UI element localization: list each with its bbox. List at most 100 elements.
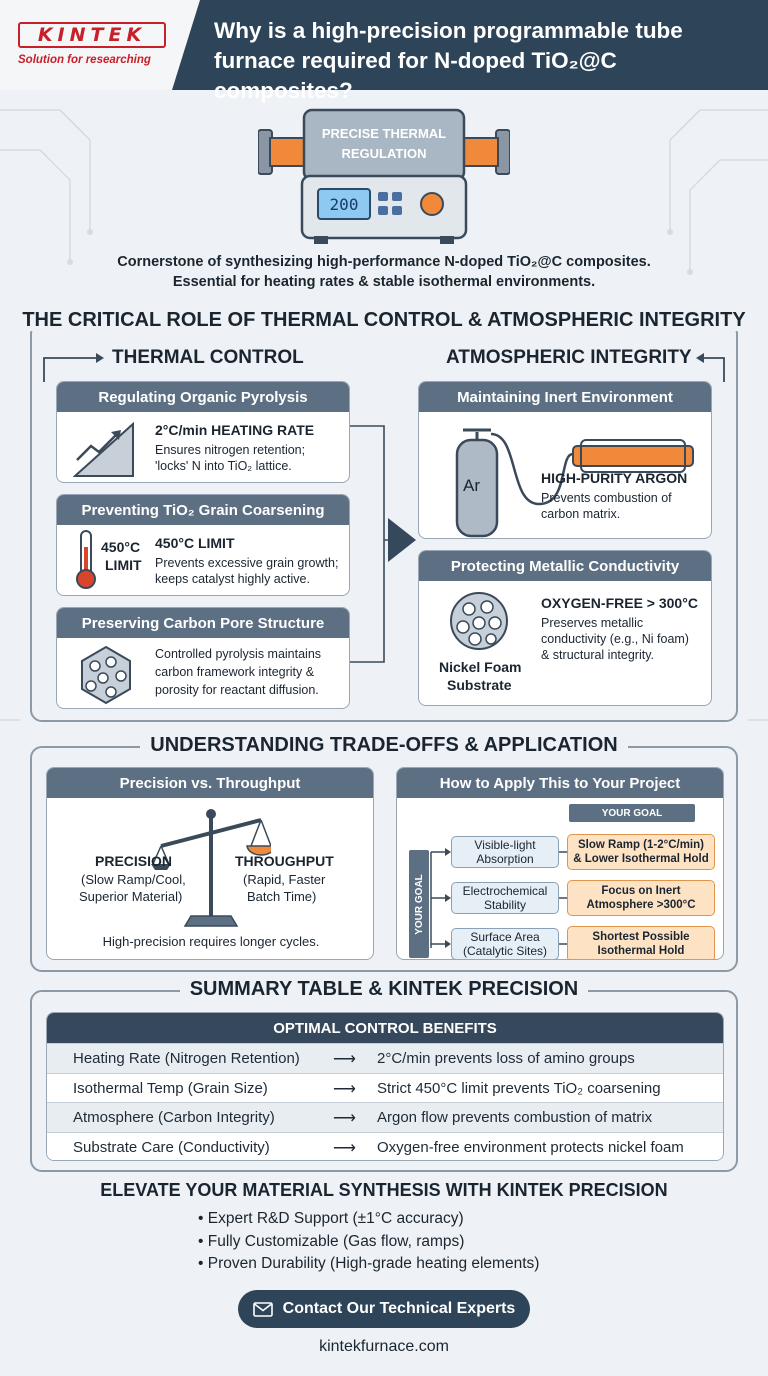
- thermo-label-1: 450°C: [101, 539, 141, 555]
- throughput-text-2: Batch Time): [247, 889, 317, 904]
- summary-table: OPTIMAL CONTROL BENEFITS Heating Rate (N…: [46, 1012, 724, 1161]
- row-parameter: Heating Rate (Nitrogen Retention): [73, 1050, 300, 1067]
- throughput-label: THROUGHPUT: [235, 853, 334, 869]
- row-benefit: Oxygen-free environment protects nickel …: [377, 1138, 684, 1156]
- logo-text: KINTEK: [37, 24, 147, 46]
- feature-list: Expert R&D Support (±1°C accuracy) Fully…: [198, 1208, 540, 1276]
- heating-rate-label: 2°C/min HEATING RATE: [155, 422, 315, 438]
- section-summary-title: SUMMARY TABLE & KINTEK PRECISION: [0, 978, 768, 1001]
- conductivity-text-3: & structural integrity.: [541, 648, 655, 662]
- logo-panel: KINTEK Solution for researching: [0, 0, 200, 90]
- header-bar: KINTEK Solution for researching Why is a…: [0, 0, 768, 103]
- pyrolysis-text-1: Ensures nitrogen retention;: [155, 443, 306, 457]
- temp-limit-label: 450°C LIMIT: [155, 535, 235, 551]
- tube-furnace-icon: PRECISE THERMAL REGULATION 200: [258, 108, 510, 244]
- conductivity-text-1: Preserves metallic: [541, 616, 644, 630]
- card-head: Precision vs. Throughput: [47, 768, 373, 798]
- feature-item: Expert R&D Support (±1°C accuracy): [198, 1208, 539, 1231]
- page-title: Why is a high-precision programmable tub…: [214, 18, 683, 103]
- card-organic-pyrolysis: Regulating Organic Pyrolysis 2°C/min HEA…: [56, 381, 350, 483]
- section-tradeoffs-title: UNDERSTANDING TRADE-OFFS & APPLICATION: [0, 734, 768, 757]
- feature-item: Fully Customizable (Gas flow, ramps): [198, 1231, 539, 1254]
- contact-experts-button[interactable]: Contact Our Technical Experts: [238, 1290, 530, 1328]
- furnace-display: 200: [330, 195, 359, 214]
- goal-surface-area: Surface Area(Catalytic Sites): [451, 928, 559, 959]
- balance-scale-icon: [151, 809, 271, 927]
- precision-text-1: (Slow Ramp/Cool,: [81, 872, 186, 887]
- card-apply-project: How to Apply This to Your Project YOUR G…: [396, 767, 724, 960]
- row-benefit: Argon flow prevents combustion of matrix: [377, 1109, 653, 1126]
- card-head: Preserving Carbon Pore Structure: [57, 608, 349, 638]
- porous-structure-icon: [81, 645, 131, 705]
- conductivity-text-2: conductivity (e.g., Ni foam): [541, 632, 689, 646]
- row-benefit: Strict 450°C limit prevents TiO₂ coarsen…: [377, 1079, 661, 1097]
- pyrolysis-text-2: 'locks' N into TiO₂ lattice.: [155, 459, 292, 473]
- pore-text-3: porosity for reactant diffusion.: [155, 683, 319, 697]
- heating-ramp-icon: [73, 421, 134, 477]
- oxygen-free-label: OXYGEN-FREE > 300°C: [541, 595, 698, 611]
- row-parameter: Atmosphere (Carbon Integrity): [73, 1109, 275, 1126]
- table-row: Substrate Care (Conductivity) ⟶ Oxygen-f…: [47, 1131, 723, 1160]
- cta-title: ELEVATE YOUR MATERIAL SYNTHESIS WITH KIN…: [100, 1180, 668, 1200]
- row-parameter: Substrate Care (Conductivity): [73, 1138, 270, 1156]
- contact-button-label: Contact Our Technical Experts: [282, 1300, 516, 1317]
- logo-tagline: Solution for researching: [18, 54, 151, 66]
- result-slow-ramp: Slow Ramp (1-2°C/min)& Lower Isothermal …: [567, 834, 715, 870]
- card-head: How to Apply This to Your Project: [397, 768, 723, 798]
- card-grain-coarsening: Preventing TiO₂ Grain Coarsening 450°C L…: [56, 494, 350, 596]
- precision-footer: High-precision requires longer cycles.: [102, 934, 320, 949]
- furnace-label-2: REGULATION: [342, 146, 427, 161]
- row-parameter: Isothermal Temp (Grain Size): [73, 1079, 268, 1097]
- card-carbon-pore: Preserving Carbon Pore Structure Control…: [56, 607, 350, 709]
- argon-text-2: carbon matrix.: [541, 507, 621, 521]
- thermo-label-2: LIMIT: [105, 557, 142, 573]
- nickel-label-1: Nickel Foam: [439, 659, 522, 675]
- thermal-flow-arrow: [43, 353, 104, 382]
- table-header: OPTIMAL CONTROL BENEFITS: [47, 1013, 723, 1043]
- card-head: Regulating Organic Pyrolysis: [57, 382, 349, 412]
- nickel-foam-icon: [450, 592, 508, 650]
- card-precision-throughput: Precision vs. Throughput PRECISION (Slow…: [46, 767, 374, 960]
- thermal-control-title: THERMAL CONTROL: [112, 347, 304, 368]
- hero-desc-line2: Essential for heating rates & stable iso…: [172, 274, 596, 290]
- argon-cylinder-icon: [455, 428, 694, 538]
- side-goal-tag: YOUR GOAL: [409, 850, 429, 958]
- table-row: Atmosphere (Carbon Integrity) ⟶ Argon fl…: [47, 1102, 723, 1132]
- pore-text-1: Controlled pyrolysis maintains: [155, 647, 322, 661]
- card-head: Protecting Metallic Conductivity: [419, 551, 711, 581]
- card-head: Maintaining Inert Environment: [419, 382, 711, 412]
- website-link[interactable]: kintekfurnace.com: [319, 1338, 449, 1355]
- argon-label: HIGH-PURITY ARGON: [541, 470, 688, 486]
- cylinder-label: Ar: [463, 476, 480, 495]
- mail-icon: [252, 1301, 273, 1317]
- kintek-logo[interactable]: KINTEK: [18, 22, 166, 48]
- grain-text-2: keeps catalyst highly active.: [155, 572, 310, 586]
- table-row: Heating Rate (Nitrogen Retention) ⟶ 2°C/…: [47, 1043, 723, 1073]
- card-head: Preventing TiO₂ Grain Coarsening: [57, 495, 349, 525]
- feature-item: Proven Durability (High-grade heating el…: [198, 1253, 540, 1276]
- nickel-label-2: Substrate: [447, 677, 512, 693]
- precision-label: PRECISION: [95, 853, 173, 869]
- columns-connector: [350, 425, 416, 663]
- card-inert-environment: Maintaining Inert Environment Ar HIGH-PU…: [418, 381, 712, 539]
- throughput-text-1: (Rapid, Faster: [243, 872, 326, 887]
- atmos-flow-arrow: [696, 353, 725, 382]
- row-arrow: ⟶: [333, 1139, 356, 1157]
- thermometer-icon: [76, 530, 96, 589]
- precision-text-2: Superior Material): [79, 889, 183, 904]
- atmospheric-integrity-title: ATMOSPHERIC INTEGRITY: [446, 347, 692, 368]
- furnace-label-1: PRECISE THERMAL: [322, 126, 446, 141]
- goal-tag: YOUR GOAL: [569, 804, 695, 822]
- row-arrow: ⟶: [333, 1110, 356, 1127]
- row-arrow: ⟶: [333, 1080, 356, 1098]
- hero-description: Cornerstone of synthesizing high-perform…: [40, 252, 728, 292]
- argon-text-1: Prevents combustion of: [541, 491, 672, 505]
- table-body: Heating Rate (Nitrogen Retention) ⟶ 2°C/…: [47, 1043, 723, 1160]
- row-benefit: 2°C/min prevents loss of amino groups: [377, 1050, 635, 1067]
- pore-text-2: carbon framework integrity &: [155, 665, 315, 679]
- section-critical-role-title: THE CRITICAL ROLE OF THERMAL CONTROL & A…: [0, 309, 768, 332]
